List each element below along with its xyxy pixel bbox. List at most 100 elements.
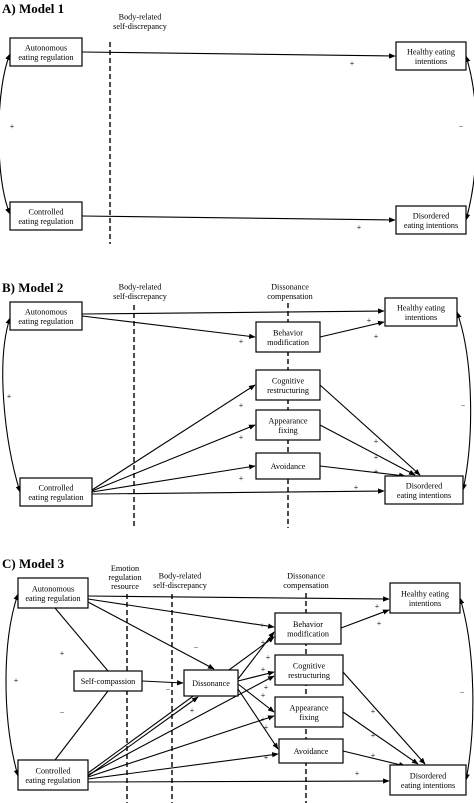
- model3-divider-dc-label-line-1: Dissonance: [287, 571, 325, 580]
- model3-cognitive-restructuring-box: [274, 654, 344, 686]
- model3-cognitive-restructuring-label-line-2: restructuring: [288, 671, 330, 680]
- model2-sign-af-dei: +: [374, 453, 379, 462]
- model3-divider-err-label-line-3: resource: [111, 582, 139, 591]
- model2-appearance-fixing-label-line-1: Appearance: [268, 416, 307, 425]
- model2-corr-left: [2, 317, 21, 493]
- model2-arrow-aer-hei: [81, 308, 385, 315]
- model3-arrow-cer-dis: [87, 696, 199, 777]
- model2-sign-aer-hei: +: [367, 316, 372, 325]
- model1-divider-label-line-2: self-discrepancy: [113, 22, 168, 31]
- model3-sign-av-dei: +: [371, 751, 376, 760]
- model1-arrow-aer-hei: [81, 51, 396, 59]
- model3-divider-dc-label-line-2: compensation: [283, 581, 328, 590]
- model2-disordered-eating-intentions-box: [384, 475, 464, 505]
- model2-sign-av-dei: +: [374, 467, 379, 476]
- model3-arrow-bm-hei: [340, 609, 390, 629]
- model3-appearance-fixing-label-line-1: Appearance: [289, 703, 328, 712]
- model2-sign-right-corr: −: [461, 401, 466, 410]
- model2-appearance-fixing-box: [255, 409, 321, 441]
- model3-sign-left-corr: +: [14, 676, 19, 685]
- model2-sign-cer-cr: +: [239, 401, 244, 410]
- model2-arrow-bm-hei: [319, 320, 385, 338]
- model2-divider-brsd-label-line-1: Body-related: [119, 282, 162, 291]
- model3-arrow-cer-av: [87, 752, 279, 780]
- model2-arrow-cer-af: [91, 424, 256, 492]
- model3-controlled-eating-regulation-label-line-2: eating regulation: [25, 776, 80, 785]
- model3-sign-dis-av: +: [261, 715, 266, 724]
- model3-sign-cer-sc: −: [60, 708, 65, 717]
- model3-arrow-aer-sc: [54, 607, 109, 672]
- model3-sign-cer-cr: +: [264, 683, 269, 692]
- model2-appearance-fixing-label-line-2: fixing: [278, 426, 298, 435]
- model3-sign-cer-dis: +: [190, 706, 195, 715]
- model3-arrow-aer-hei: [87, 595, 390, 602]
- model3-title: C) Model 3: [2, 556, 65, 571]
- model2-arrow-av-dei: [319, 465, 406, 478]
- model3-arrow-af-dei: [342, 711, 419, 765]
- model3-arrow-cer-cr: [87, 675, 275, 776]
- model2-corr-right: [456, 311, 472, 491]
- model3-sign-dis-cr: +: [261, 665, 266, 674]
- model2-disordered-eating-intentions-label-line-1: Disordered: [406, 481, 442, 490]
- model1-healthy-eating-intentions-label-line-1: Healthy eating: [407, 47, 455, 56]
- model3-controlled-eating-regulation-label-line-1: Controlled: [35, 766, 70, 775]
- model1-sign-left-corr: +: [10, 122, 15, 131]
- model3-dissonance-label-line-1: Dissonance: [192, 679, 230, 688]
- model3-healthy-eating-intentions-box: [389, 582, 461, 614]
- model3-divider-err-label-line-2: regulation: [108, 573, 141, 582]
- model2-sign-left-corr: +: [7, 392, 12, 401]
- model3-sign-cer-dei: +: [355, 769, 360, 778]
- model3-dissonance-box: [183, 669, 239, 697]
- model3-appearance-fixing-label-line-2: fixing: [299, 713, 319, 722]
- model3-sign-cer-av: +: [264, 753, 269, 762]
- model2-controlled-eating-regulation-label-line-2: eating regulation: [28, 493, 83, 502]
- model3-corr-right: [459, 597, 474, 781]
- model2-arrow-af-dei: [319, 424, 416, 476]
- model2-arrow-cer-av: [91, 464, 256, 493]
- model2-autonomous-eating-regulation-box: [9, 301, 83, 331]
- model2-healthy-eating-intentions-box: [384, 297, 458, 327]
- model3-divider-brsd-label-line-2: self-discrepancy: [153, 581, 208, 590]
- model1-healthy-eating-intentions-box: [395, 41, 467, 71]
- model1-disordered-eating-intentions-label-line-1: Disordered: [413, 211, 449, 220]
- model2-behavior-modification-box: [255, 321, 321, 353]
- model3-controlled-eating-regulation-box: [17, 759, 89, 791]
- model3-arrow-cer-sc: [54, 690, 109, 761]
- model1-title: A) Model 1: [2, 1, 64, 16]
- model3-sign-dis-af: +: [261, 691, 266, 700]
- model2-behavior-modification-label-line-2: modification: [267, 338, 309, 347]
- model3-healthy-eating-intentions-label-line-2: intentions: [409, 599, 441, 608]
- model2-controlled-eating-regulation-box: [19, 477, 93, 507]
- model3-arrow-cr-dei: [342, 671, 426, 765]
- model1-autonomous-eating-regulation-label-line-2: eating regulation: [18, 53, 73, 62]
- model2-sign-aer-bm: +: [239, 337, 244, 346]
- model1-sign-cer-dei: +: [357, 223, 362, 232]
- model3-sign-dis-bm: +: [261, 638, 266, 647]
- model2-arrow-cer-cr: [91, 384, 256, 491]
- model3-disordered-eating-intentions-label-line-1: Disordered: [410, 771, 446, 780]
- model3-corr-left: [5, 593, 19, 777]
- model1-autonomous-eating-regulation-box: [9, 37, 83, 67]
- model3-arrow-sc-dis: [141, 680, 184, 686]
- model3-cognitive-restructuring-label-line-1: Cognitive: [293, 661, 326, 670]
- model3-autonomous-eating-regulation-box: [17, 577, 89, 609]
- model3-disordered-eating-intentions-label-line-2: eating intentions: [401, 781, 455, 790]
- model3-arrow-dis-cr: [237, 670, 275, 682]
- model3-self-compassion-label-line-1: Self-compassion: [81, 677, 136, 686]
- model2-cognitive-restructuring-label-line-2: restructuring: [267, 386, 309, 395]
- model3-sign-aer-dis: −: [194, 643, 199, 652]
- model1-disordered-eating-intentions-box: [395, 205, 467, 235]
- model1-controlled-eating-regulation-box: [9, 201, 83, 231]
- model1-divider-label-line-1: Body-related: [119, 12, 162, 21]
- model2-sign-cer-af: +: [239, 433, 244, 442]
- model3-behavior-modification-label-line-1: Behavior: [293, 620, 323, 629]
- model2-arrow-cr-dei: [319, 384, 421, 476]
- model3-arrow-av-dei: [342, 750, 406, 768]
- model2-arrow-aer-bm: [81, 315, 256, 339]
- model1-corr-left: [0, 53, 11, 215]
- model3-appearance-fixing-box: [274, 696, 344, 728]
- model1-sign-aer-hei: +: [350, 59, 355, 68]
- model3-sign-aer-hei: +: [375, 602, 380, 611]
- model3-sign-cr-dei: +: [371, 707, 376, 716]
